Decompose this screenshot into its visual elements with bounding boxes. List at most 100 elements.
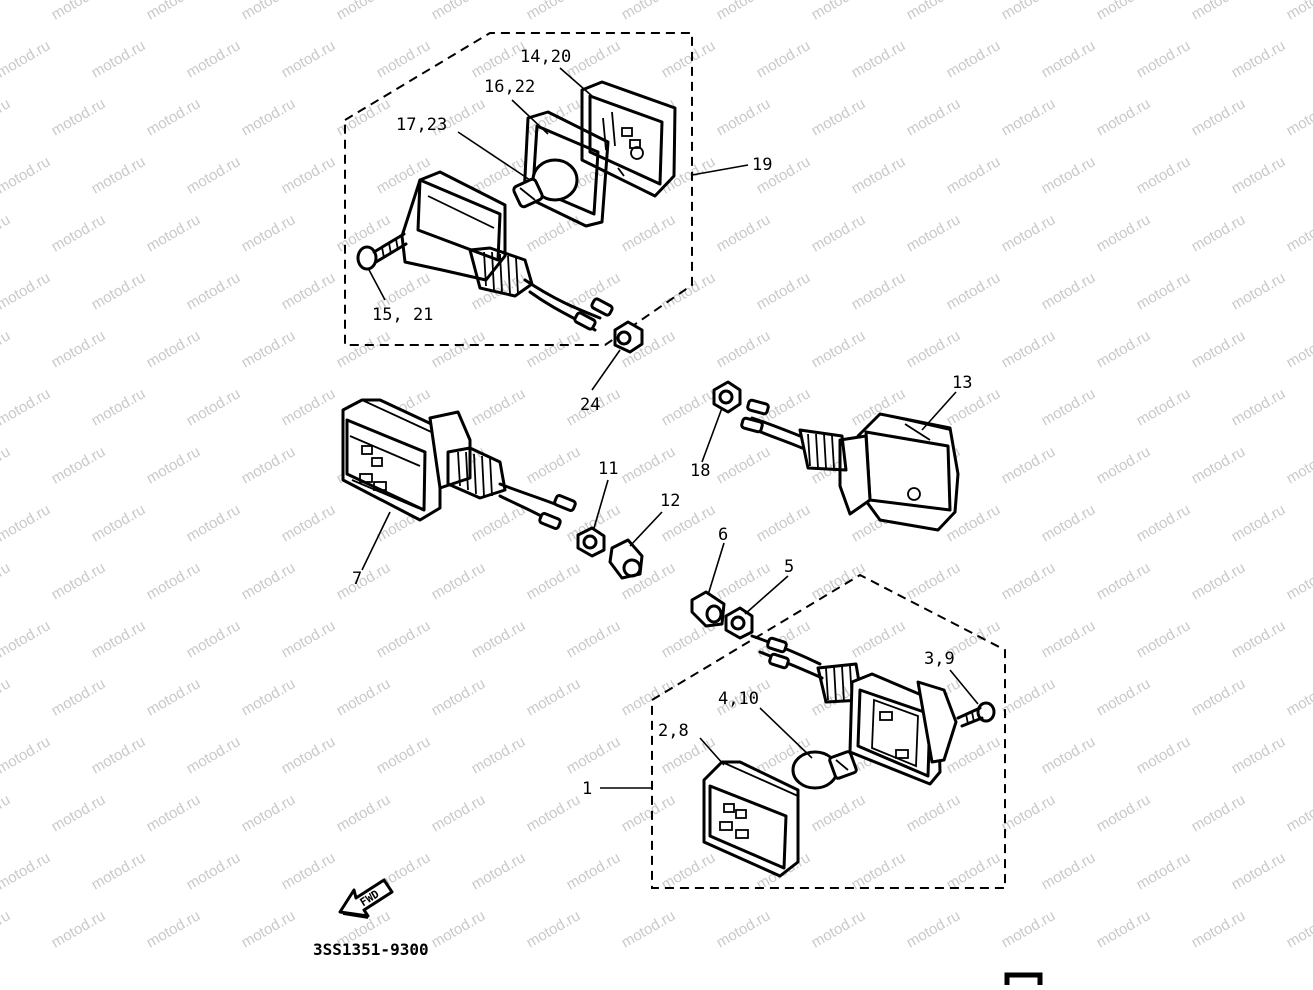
watermark-text: motod.ru <box>564 733 624 777</box>
callout-13: 13 <box>952 373 972 393</box>
watermark-text: motod.ru <box>1134 733 1194 777</box>
watermark-text: motod.ru <box>469 733 529 777</box>
watermark-text: motod.ru <box>1284 327 1313 371</box>
watermark-text: motod.ru <box>1189 211 1249 255</box>
watermark-text: motod.ru <box>999 907 1059 951</box>
watermark-text: motod.ru <box>564 37 624 81</box>
watermark-text: motod.ru <box>429 559 489 603</box>
watermark-text: motod.ru <box>1229 849 1289 893</box>
watermark-text: motod.ru <box>524 443 584 487</box>
nut-part-24 <box>615 322 642 352</box>
callout-2-8: 2,8 <box>658 721 689 741</box>
watermark-text: motod.ru <box>0 385 53 429</box>
watermark-text: motod.ru <box>374 617 434 661</box>
watermark-text: motod.ru <box>619 791 679 835</box>
nut-part-5 <box>726 608 752 638</box>
diagram-code: 3SS1351-9300 <box>313 940 429 959</box>
watermark-text: motod.ru <box>524 211 584 255</box>
watermark-text: motod.ru <box>1039 617 1099 661</box>
watermark-text: motod.ru <box>809 211 869 255</box>
watermark-text: motod.ru <box>374 37 434 81</box>
watermark-text: motod.ru <box>809 95 869 139</box>
watermark-text: motod.ru <box>89 617 149 661</box>
watermark-text: motod.ru <box>1189 0 1249 23</box>
callout-7: 7 <box>352 569 362 589</box>
watermark-text: motod.ru <box>184 501 244 545</box>
callout-24: 24 <box>580 395 600 415</box>
watermark-text: motod.ru <box>659 849 719 893</box>
watermark-text: motod.ru <box>754 37 814 81</box>
watermark-text: motod.ru <box>1284 95 1313 139</box>
watermark-text: motod.ru <box>1284 0 1313 23</box>
watermark-text: motod.ru <box>0 617 53 661</box>
watermark-text: motod.ru <box>334 0 394 23</box>
watermark-text: motod.ru <box>334 95 394 139</box>
watermark-text: motod.ru <box>999 211 1059 255</box>
watermark-text: motod.ru <box>944 269 1004 313</box>
watermark-text: motod.ru <box>524 791 584 835</box>
callout-1: 1 <box>582 779 592 799</box>
watermark-text: motod.ru <box>0 443 13 487</box>
watermark-text: motod.ru <box>144 211 204 255</box>
watermark-text: motod.ru <box>0 675 13 719</box>
watermark-text: motod.ru <box>1039 37 1099 81</box>
watermark-text: motod.ru <box>144 559 204 603</box>
watermark-text: motod.ru <box>754 501 814 545</box>
callout-5: 5 <box>784 557 794 577</box>
watermark-text: motod.ru <box>89 733 149 777</box>
watermark-text: motod.ru <box>1229 269 1289 313</box>
watermark-text: motod.ru <box>524 559 584 603</box>
watermark-text: motod.ru <box>239 791 299 835</box>
callout-3-9: 3,9 <box>924 649 955 669</box>
watermark-text: motod.ru <box>0 907 13 951</box>
watermark-text: motod.ru <box>1284 907 1313 951</box>
watermark-text: motod.ru <box>49 791 109 835</box>
watermark-text: motod.ru <box>0 269 53 313</box>
watermark-text: motod.ru <box>999 559 1059 603</box>
watermark-text: motod.ru <box>1229 617 1289 661</box>
watermark-text: motod.ru <box>49 559 109 603</box>
watermark-text: motod.ru <box>0 37 53 81</box>
watermark-text: motod.ru <box>279 617 339 661</box>
callout-12: 12 <box>660 491 680 511</box>
watermark-text: motod.ru <box>239 907 299 951</box>
watermark-text: motod.ru <box>334 791 394 835</box>
watermark-text: motod.ru <box>184 37 244 81</box>
watermark-text: motod.ru <box>1189 443 1249 487</box>
watermark-text: motod.ru <box>849 617 909 661</box>
watermark-text: motod.ru <box>469 385 529 429</box>
watermark-text: motod.ru <box>1094 95 1154 139</box>
watermark-text: motod.ru <box>184 733 244 777</box>
watermark-text: motod.ru <box>1284 443 1313 487</box>
watermark-text: motod.ru <box>754 269 814 313</box>
watermark-text: motod.ru <box>714 907 774 951</box>
watermark-text: motod.ru <box>524 0 584 23</box>
watermark-text: motod.ru <box>49 675 109 719</box>
watermark-text: motod.ru <box>1229 37 1289 81</box>
watermark-text: motod.ru <box>1134 269 1194 313</box>
watermark-text: motod.ru <box>564 849 624 893</box>
watermark-text: motod.ru <box>0 791 13 835</box>
watermark-text: motod.ru <box>429 907 489 951</box>
watermark-text: motod.ru <box>1284 675 1313 719</box>
watermark-text: motod.ru <box>1039 269 1099 313</box>
watermark-text: motod.ru <box>714 0 774 23</box>
watermark-text: motod.ru <box>1134 849 1194 893</box>
watermark-text: motod.ru <box>0 733 53 777</box>
watermark-text: motod.ru <box>1094 327 1154 371</box>
watermark-text: motod.ru <box>89 849 149 893</box>
nut-part-11 <box>578 528 604 556</box>
callout-15-21: 15, 21 <box>372 305 433 325</box>
watermark-text: motod.ru <box>714 95 774 139</box>
watermark-text: motod.ru <box>714 327 774 371</box>
watermark-text: motod.ru <box>999 675 1059 719</box>
watermark-text: motod.ru <box>1134 501 1194 545</box>
watermark-text: motod.ru <box>239 559 299 603</box>
screw-part-3-9 <box>958 703 994 726</box>
watermark-text: motod.ru <box>524 907 584 951</box>
watermark-text: motod.ru <box>1229 153 1289 197</box>
watermark-text: motod.ru <box>1039 733 1099 777</box>
watermark-text: motod.ru <box>1229 385 1289 429</box>
watermark-text: motod.ru <box>279 733 339 777</box>
